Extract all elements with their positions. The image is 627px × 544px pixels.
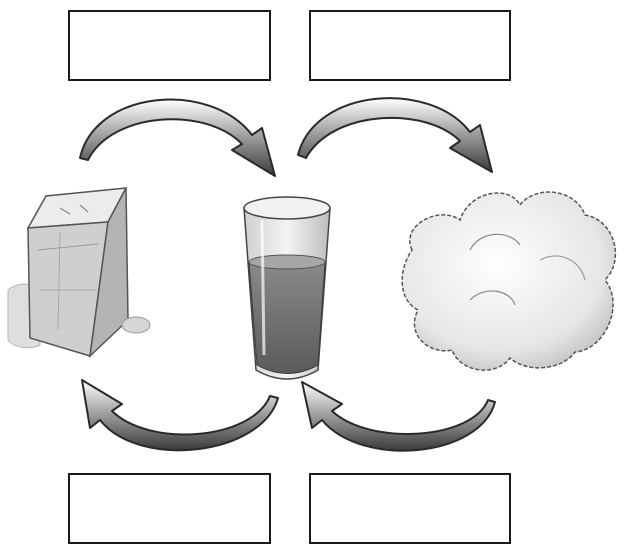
- cloud-illustration: [402, 192, 615, 370]
- arrow-cloud-to-glass: [302, 382, 495, 451]
- arrow-glass-to-cloud: [298, 98, 492, 172]
- ice-cube-illustration: [8, 188, 150, 356]
- arrow-glass-to-ice: [82, 380, 278, 450]
- arrow-ice-to-glass: [80, 100, 275, 176]
- glass-of-water-illustration: [244, 197, 330, 379]
